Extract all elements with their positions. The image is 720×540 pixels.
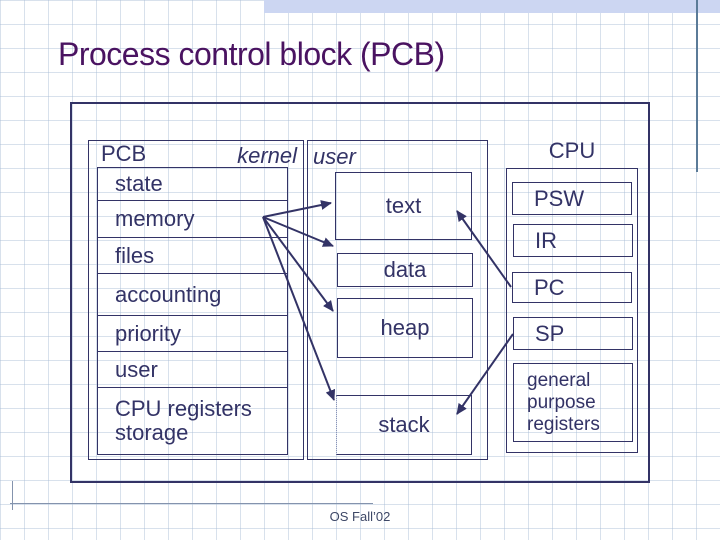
register-box-general-purpose: general purpose registers (513, 363, 633, 442)
top-accent-band (264, 0, 720, 13)
register-box-psw: PSW (512, 182, 632, 215)
pcb-table: state memory files accounting priority u… (97, 167, 288, 455)
memory-box-data: data (337, 253, 473, 287)
footer-rule (10, 503, 373, 504)
right-accent-line (696, 0, 698, 172)
footer-text: OS Fall’02 (329, 509, 391, 524)
kernel-label: kernel (237, 143, 297, 168)
pcb-row-priority: priority (98, 316, 287, 352)
pcb-label: PCB (101, 141, 147, 166)
pcb-row-state: state (98, 168, 287, 201)
register-box-sp: SP (513, 317, 633, 350)
pcb-row-files: files (98, 238, 287, 274)
register-box-ir: IR (513, 224, 633, 257)
pcb-row-user: user (98, 352, 287, 388)
pcb-row-cpu-registers-storage: CPU registers storage (115, 396, 252, 445)
register-box-pc: PC (512, 272, 632, 303)
cpu-box (506, 168, 638, 453)
footer-tick (12, 481, 13, 510)
cpu-label: CPU (548, 138, 596, 163)
user-label: user (313, 144, 356, 169)
memory-box-heap: heap (337, 298, 473, 358)
memory-box-text: text (335, 172, 472, 240)
pcb-row-accounting: accounting (98, 274, 287, 316)
slide-title: Process control block (PCB) (58, 36, 445, 72)
memory-box-stack: stack (336, 395, 472, 455)
pcb-row-memory: memory (98, 201, 287, 238)
diagram-outer-box (70, 102, 650, 483)
